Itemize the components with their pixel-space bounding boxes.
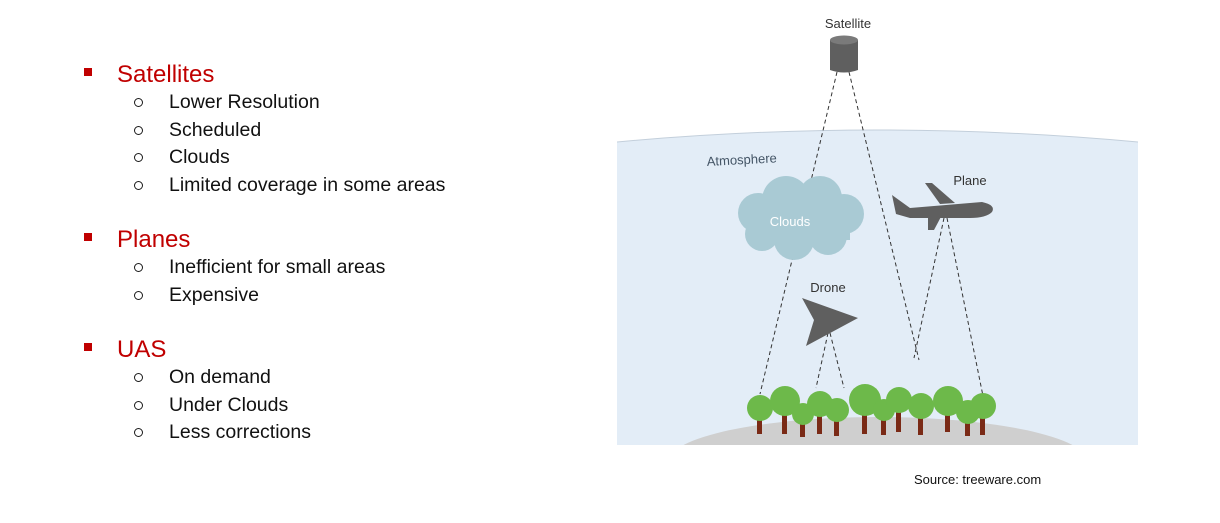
sub-list: Inefficient for small areas Expensive <box>82 256 552 311</box>
circle-bullet-icon <box>134 153 143 162</box>
list-item: Lower Resolution <box>82 91 552 119</box>
list-item: Under Clouds <box>82 394 552 422</box>
group-satellites: Satellites Lower Resolution Scheduled Cl… <box>82 58 552 201</box>
tree-group <box>747 384 996 437</box>
group-title: Satellites <box>117 61 215 88</box>
platform-comparison-list: Satellites Lower Resolution Scheduled Cl… <box>82 58 552 471</box>
list-item-text: Lower Resolution <box>169 91 320 113</box>
group-planes: Planes Inefficient for small areas Expen… <box>82 223 552 311</box>
group-title: Planes <box>117 226 191 253</box>
list-item-text: On demand <box>169 366 271 388</box>
list-item: Scheduled <box>82 119 552 147</box>
list-item-text: Under Clouds <box>169 393 289 416</box>
list-item: On demand <box>82 366 552 394</box>
list-item-text: Inefficient for small areas <box>169 256 386 278</box>
satellite-label: Satellite <box>825 16 871 31</box>
list-item-text: Expensive <box>169 283 259 306</box>
circle-bullet-icon <box>134 290 143 300</box>
circle-bullet-icon <box>134 428 143 437</box>
group-heading: UAS <box>82 333 552 366</box>
tree-icon <box>908 393 934 435</box>
list-item: Clouds <box>82 146 552 174</box>
circle-bullet-icon <box>134 98 143 107</box>
drone-label: Drone <box>810 280 845 295</box>
source-caption: Source: treeware.com <box>914 472 1042 487</box>
plane-icon <box>892 183 993 230</box>
tree-icon <box>747 395 773 434</box>
sub-list: Lower Resolution Scheduled Clouds Limite… <box>82 91 552 201</box>
sub-list: On demand Under Clouds Less corrections <box>82 366 552 449</box>
group-heading: Satellites <box>82 58 552 91</box>
plane-label: Plane <box>953 173 986 188</box>
cloud-icon <box>738 176 864 260</box>
circle-bullet-icon <box>134 263 143 272</box>
drone-icon <box>802 298 858 346</box>
tree-icon <box>849 384 881 434</box>
list-item: Inefficient for small areas <box>82 256 552 284</box>
list-item-text: Scheduled <box>169 118 262 141</box>
square-bullet-icon <box>84 233 92 241</box>
remote-sensing-diagram: Satellite Atmosphere Clouds Pla <box>610 0 1150 460</box>
tree-icon <box>970 393 996 435</box>
sensing-cones <box>759 71 984 397</box>
list-item-text: Clouds <box>169 146 230 168</box>
list-item: Less corrections <box>82 421 552 449</box>
group-uas: UAS On demand Under Clouds Less correcti… <box>82 333 552 449</box>
tree-icon <box>770 386 800 434</box>
square-bullet-icon <box>84 343 92 351</box>
atmosphere-label: Atmosphere <box>706 150 777 169</box>
circle-bullet-icon <box>134 400 143 410</box>
list-item: Limited coverage in some areas <box>82 174 552 202</box>
ground <box>683 417 1073 445</box>
list-item: Expensive <box>82 284 552 312</box>
clouds-label: Clouds <box>770 214 811 229</box>
group-heading: Planes <box>82 223 552 256</box>
satellite-icon <box>830 35 858 73</box>
circle-bullet-icon <box>134 180 143 190</box>
tree-icon <box>825 398 849 436</box>
tree-icon <box>933 386 963 432</box>
square-bullet-icon <box>84 68 92 76</box>
circle-bullet-icon <box>134 125 143 135</box>
diagram-canvas: Satellite Atmosphere Clouds Pla <box>617 16 1138 445</box>
list-item-text: Limited coverage in some areas <box>169 173 446 196</box>
circle-bullet-icon <box>134 373 143 382</box>
group-title: UAS <box>117 336 167 363</box>
list-item-text: Less corrections <box>169 421 311 443</box>
tree-icon <box>886 387 912 432</box>
